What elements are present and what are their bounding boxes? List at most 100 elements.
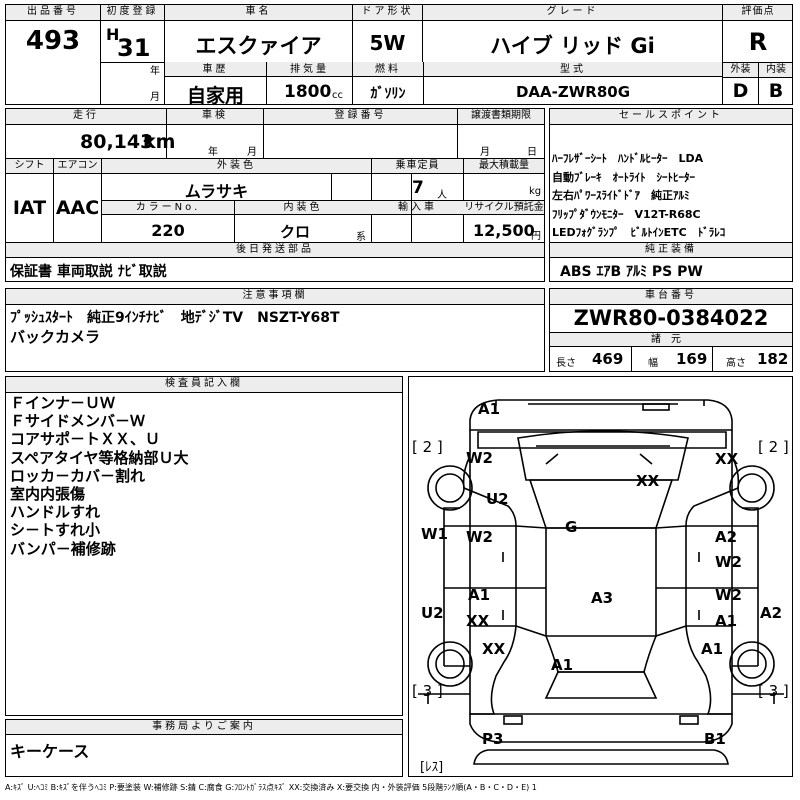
mark-a3-center: A3 bbox=[591, 589, 614, 607]
later-parts: 保証書 車両取説 ﾅﾋﾞ取説 bbox=[10, 264, 167, 280]
mark-w2-left-door: W2 bbox=[466, 528, 493, 546]
wheel-front-left bbox=[427, 465, 473, 511]
details-band-4 bbox=[6, 243, 544, 258]
era: H bbox=[106, 25, 120, 44]
fuel: ｶﾞｿﾘﾝ bbox=[370, 86, 406, 102]
int-color: クロ bbox=[279, 223, 310, 241]
mark-w2-right-door: W2 bbox=[715, 553, 742, 571]
mark-a1-left-rear: A1 bbox=[468, 586, 491, 604]
details-band-1 bbox=[6, 109, 544, 125]
score-label: 評価点 bbox=[741, 6, 775, 17]
mark-a2-right-side: A2 bbox=[760, 604, 783, 622]
fuel-label: 燃料 bbox=[375, 64, 401, 75]
inspector-box bbox=[5, 376, 403, 716]
max-load-label: 最大積載量 bbox=[479, 160, 529, 171]
color-no-label: カラーNo. bbox=[135, 202, 201, 213]
sales-point-line: LEDﾌｫｸﾞﾗﾝﾌﾟ ﾋﾞﾙﾄｲﾝETC ﾄﾞﾗﾚｺ bbox=[552, 226, 726, 239]
first-reg-label: 初度登録 bbox=[106, 6, 159, 17]
capacity: 7 bbox=[412, 178, 424, 198]
inspector-line: バンパ－補修跡 bbox=[10, 539, 116, 558]
spec-band bbox=[550, 333, 792, 347]
mark-a1-lower-right: A1 bbox=[701, 640, 724, 658]
mark-a1-right-rear: A1 bbox=[715, 612, 738, 630]
inspector-line: ハンドルすれ bbox=[10, 503, 101, 522]
length-value: 469 bbox=[592, 350, 624, 368]
history-label: 車歴 bbox=[202, 64, 229, 75]
header-band-3 bbox=[723, 63, 792, 78]
office-band bbox=[6, 720, 402, 735]
inspector-line: ロッカ－カバ－割れ bbox=[10, 466, 146, 485]
year-unit: 年 bbox=[150, 66, 160, 77]
capacity-unit: 人 bbox=[437, 190, 447, 201]
bracket-tl: [ 2 ] bbox=[412, 438, 443, 456]
mark-a1-lower-center: A1 bbox=[551, 656, 574, 674]
notes-line-2: バックカメラ bbox=[10, 328, 101, 346]
ext-color: ムラサキ bbox=[184, 182, 249, 201]
color-no: 220 bbox=[151, 221, 185, 240]
mark-u2-left: U2 bbox=[486, 490, 509, 508]
mark-xx-center: XX bbox=[636, 472, 660, 490]
shift: IAT bbox=[12, 197, 47, 219]
rear-window bbox=[544, 671, 658, 699]
sales-point-line: 左右ﾊﾟﾜｰｽﾗｲﾄﾞﾄﾞｱ 純正ｱﾙﾐ bbox=[552, 189, 690, 202]
max-load-unit: kg bbox=[529, 186, 542, 197]
mark-b1-rear: B1 bbox=[704, 730, 726, 748]
front-bumper bbox=[469, 399, 733, 431]
int-color-unit: 系 bbox=[356, 232, 366, 243]
ext-grade: D bbox=[732, 80, 749, 102]
height-label: 高さ bbox=[726, 358, 746, 369]
inspector-lines: Ｆインナ－ＵＷ Ｆサイドメンバ－Ｗ コアサポ－トＸＸ、Ｕ スペアタイヤ等格納部Ｕ… bbox=[10, 394, 189, 558]
office-label: 事務局よりご案内 bbox=[152, 721, 256, 732]
bracket-rear: [ﾚｽ] bbox=[420, 760, 444, 775]
mark-a1-top: A1 bbox=[478, 400, 501, 418]
bracket-br: [ 3 ] bbox=[758, 682, 789, 700]
height-value: 182 bbox=[757, 350, 789, 368]
bracket-bl: [ 3 ] bbox=[412, 682, 443, 700]
inspector-line: Ｆインナ－ＵＷ bbox=[10, 394, 116, 412]
capacity-label: 乗車定員 bbox=[395, 160, 440, 171]
insp-year-unit: 年 bbox=[208, 147, 218, 158]
sales-point-line: ﾊｰﾌﾚｻﾞｰｼｰﾄ ﾊﾝﾄﾞﾙﾋｰﾀｰ LDA bbox=[552, 152, 704, 165]
shift-label: シフト bbox=[14, 160, 45, 171]
displacement-unit: cc bbox=[332, 90, 343, 101]
inspector-line: Ｆサイドメンバ－Ｗ bbox=[10, 412, 146, 431]
int-color-label: 内装色 bbox=[283, 202, 323, 213]
notes-band bbox=[6, 289, 544, 305]
int-grade: B bbox=[768, 80, 784, 102]
notes-label: 注意事項欄 bbox=[242, 290, 308, 301]
ext-label: 外装 bbox=[730, 64, 751, 75]
transfer-label: 譲渡書類期限 bbox=[471, 110, 531, 121]
year-value: 31 bbox=[117, 34, 151, 62]
recycle-label: リサイクル預託金 bbox=[464, 202, 544, 213]
aircon: AAC bbox=[55, 197, 100, 219]
lot-no-label: 出品番号 bbox=[27, 6, 79, 17]
displacement: 1800 bbox=[284, 82, 332, 102]
office-note: キーケース bbox=[10, 742, 90, 761]
score: R bbox=[748, 28, 768, 56]
chassis-number: ZWR80-0384022 bbox=[573, 306, 769, 330]
transfer-month: 月 bbox=[480, 147, 490, 158]
door: 5W bbox=[369, 31, 406, 55]
sales-point-line: ﾌﾘｯﾌﾟﾀﾞｳﾝﾓﾆﾀｰ V12T-R68C bbox=[552, 207, 701, 221]
inspector-line: シ－トすれ小 bbox=[10, 521, 101, 540]
car-name: エスクァイア bbox=[195, 34, 322, 58]
header-band-2 bbox=[164, 62, 722, 77]
front-section bbox=[517, 430, 689, 481]
car-name-label: 車名 bbox=[245, 6, 272, 17]
inspector-line: コアサポ－トＸＸ、Ｕ bbox=[10, 430, 161, 449]
mark-w2-ul: W2 bbox=[466, 449, 493, 467]
history: 自家用 bbox=[186, 85, 244, 107]
lot-no: 493 bbox=[25, 26, 81, 56]
sales-points-band bbox=[550, 109, 792, 125]
genuine-equipment-label: 純正装備 bbox=[645, 244, 697, 255]
mark-xx-lower-left: XX bbox=[482, 640, 506, 658]
recycle-unit: 円 bbox=[531, 231, 541, 242]
mileage: 80,143 bbox=[80, 131, 154, 153]
inspector-label: 検査員記入欄 bbox=[165, 378, 243, 389]
width-label: 幅 bbox=[648, 358, 658, 369]
sales-point-line: 自動ﾌﾞﾚｰｷ ｵｰﾄﾗｲﾄ ｼｰﾄﾋｰﾀｰ bbox=[552, 170, 695, 184]
width-value: 169 bbox=[676, 350, 708, 368]
recycle: 12,500 bbox=[473, 221, 535, 240]
ext-color-label: 外装色 bbox=[217, 160, 256, 171]
mark-a2-right-door: A2 bbox=[715, 528, 738, 546]
